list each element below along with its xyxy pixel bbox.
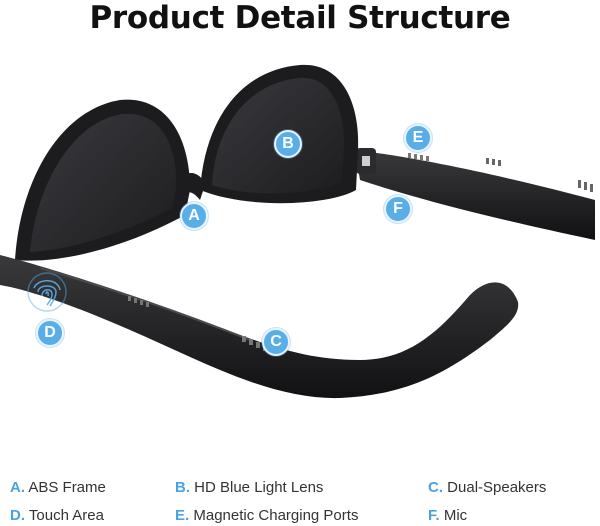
sunglasses-illustration: A B C D E F xyxy=(0,40,600,460)
hinge-pin xyxy=(362,156,370,166)
sunglasses-image xyxy=(0,64,595,399)
marker-c: C xyxy=(262,328,290,356)
marker-b: B xyxy=(274,130,302,158)
fingerprint-icon xyxy=(27,272,67,312)
legend-item-b: B. HD Blue Light Lens xyxy=(175,479,324,496)
legend-item-f: F. Mic xyxy=(428,507,468,524)
marker-f: F xyxy=(384,195,412,223)
left-lens xyxy=(30,113,177,253)
marker-e: E xyxy=(404,124,432,152)
marker-a: A xyxy=(180,202,208,230)
legend-item-e: E. Magnetic Charging Ports xyxy=(175,507,359,524)
charging-ports xyxy=(408,153,429,161)
page-title: Product Detail Structure xyxy=(89,0,511,36)
legend: A. ABS Frame B. HD Blue Light Lens C. Du… xyxy=(0,474,600,526)
legend-item-d: D. Touch Area xyxy=(10,507,104,524)
left-temple-arm xyxy=(0,255,519,399)
legend-item-a: A. ABS Frame xyxy=(10,479,106,496)
right-speaker-holes xyxy=(486,158,593,192)
legend-item-c: C. Dual-Speakers xyxy=(428,479,547,496)
marker-d: D xyxy=(36,319,64,347)
right-temple-arm xyxy=(355,150,595,240)
